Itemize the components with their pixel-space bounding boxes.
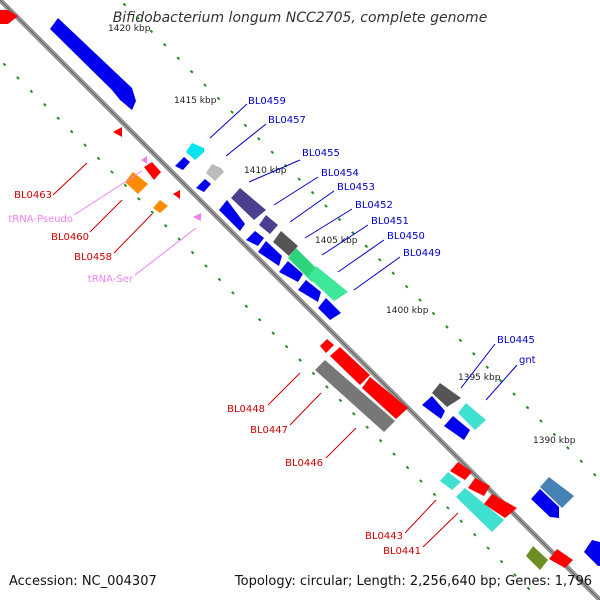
- gene-label[interactable]: BL0450: [387, 231, 425, 242]
- gene-arrow[interactable]: [246, 231, 264, 246]
- gene-label[interactable]: BL0446: [285, 458, 323, 469]
- tick-label: 1420 kbp: [108, 24, 151, 34]
- summary-text: Topology: circular; Length: 2,256,640 bp…: [234, 574, 592, 589]
- gene-label[interactable]: tRNA-Ser: [88, 274, 134, 285]
- reverse-strand-features[interactable]: [175, 157, 548, 570]
- gene-arrow[interactable]: [173, 190, 180, 199]
- gene-label[interactable]: gnt: [519, 355, 536, 366]
- accession-text: Accession: NC_004307: [9, 574, 157, 589]
- gene-arrow[interactable]: [484, 494, 517, 518]
- tick-label: 1395 kbp: [458, 373, 501, 383]
- gene-label[interactable]: BL0452: [355, 200, 393, 211]
- gene-arrow[interactable]: [298, 280, 321, 302]
- gene-label[interactable]: BL0458: [74, 252, 112, 263]
- gene-arrow[interactable]: [113, 127, 122, 137]
- gene-label[interactable]: BL0455: [302, 148, 340, 159]
- gene-arrow[interactable]: [315, 360, 395, 432]
- gene-label[interactable]: BL0460: [51, 232, 89, 243]
- tick-label: 1415 kbp: [174, 96, 217, 106]
- gene-label[interactable]: BL0448: [227, 404, 265, 415]
- gene-arrow[interactable]: [440, 472, 461, 490]
- gene-label[interactable]: BL0463: [14, 190, 52, 201]
- gene-label[interactable]: BL0447: [250, 425, 288, 436]
- gene-arrow[interactable]: [526, 546, 548, 570]
- gene-arrow[interactable]: [320, 339, 334, 353]
- gene-arrow[interactable]: [196, 179, 211, 192]
- gene-label[interactable]: BL0451: [371, 216, 409, 227]
- callout-lines: [52, 103, 518, 548]
- gene-label[interactable]: BL0459: [248, 96, 286, 107]
- gene-arrow[interactable]: [258, 241, 282, 266]
- tick-label: 1410 kbp: [244, 166, 287, 176]
- gene-arrow[interactable]: [468, 478, 490, 496]
- gene-label[interactable]: BL0449: [403, 248, 441, 259]
- gene-label[interactable]: BL0445: [497, 335, 535, 346]
- gene-arrow[interactable]: [279, 261, 303, 282]
- gene-arrow[interactable]: [330, 347, 370, 385]
- gene-arrow[interactable]: [444, 416, 470, 440]
- tick-labels: 1420 kbp 1415 kbp 1410 kbp 1405 kbp 1400…: [108, 24, 576, 446]
- gene-labels-pink: tRNA-Pseudo tRNA-Ser: [8, 214, 133, 285]
- gene-arrow[interactable]: [432, 383, 461, 407]
- gene-arrow[interactable]: [193, 213, 201, 221]
- gene-arrow[interactable]: [422, 396, 445, 419]
- gene-arrow[interactable]: [456, 488, 504, 532]
- map-title: Bifidobacterium longum NCC2705, complete…: [112, 10, 488, 26]
- gene-arrow[interactable]: [141, 156, 147, 164]
- gene-arrow[interactable]: [540, 477, 574, 508]
- gene-arrow[interactable]: [273, 231, 298, 256]
- gene-arrow[interactable]: [458, 403, 486, 430]
- gene-arrow[interactable]: [206, 164, 224, 181]
- gene-arrow[interactable]: [318, 298, 341, 320]
- forward-strand-features[interactable]: [50, 18, 600, 566]
- gene-arrow[interactable]: [175, 157, 190, 170]
- gene-labels-red: BL0463 BL0460 BL0458 BL0448 BL0447 BL044…: [14, 190, 421, 557]
- gene-labels-blue: BL0459 BL0457 BL0455 BL0454 BL0453 BL045…: [248, 96, 536, 366]
- gene-label[interactable]: BL0441: [383, 546, 421, 557]
- gene-label[interactable]: BL0457: [268, 115, 306, 126]
- gene-arrow[interactable]: [584, 540, 600, 566]
- gene-arrow[interactable]: [308, 266, 348, 301]
- gene-arrow[interactable]: [362, 377, 408, 419]
- gene-arrow[interactable]: [549, 549, 573, 568]
- gene-arrow[interactable]: [231, 188, 266, 220]
- left-strand-features[interactable]: [0, 10, 573, 568]
- tick-label: 1405 kbp: [315, 236, 358, 246]
- gene-arrow[interactable]: [186, 143, 204, 160]
- tick-label: 1400 kbp: [386, 306, 429, 316]
- gene-label[interactable]: BL0453: [337, 182, 375, 193]
- gene-arrow[interactable]: [450, 462, 472, 480]
- tick-label: 1390 kbp: [533, 436, 576, 446]
- gene-label[interactable]: BL0454: [321, 168, 359, 179]
- gene-arrow[interactable]: [259, 215, 278, 234]
- gene-arrow[interactable]: [125, 172, 148, 194]
- gene-arrow[interactable]: [0, 10, 18, 24]
- gene-label[interactable]: BL0443: [365, 531, 403, 542]
- gene-label[interactable]: tRNA-Pseudo: [8, 214, 73, 225]
- gene-arrow[interactable]: [144, 162, 161, 180]
- gene-arrow[interactable]: [50, 18, 136, 110]
- gene-arrow[interactable]: [219, 200, 245, 231]
- gene-arrow[interactable]: [153, 200, 168, 213]
- gene-arrow[interactable]: [531, 489, 559, 518]
